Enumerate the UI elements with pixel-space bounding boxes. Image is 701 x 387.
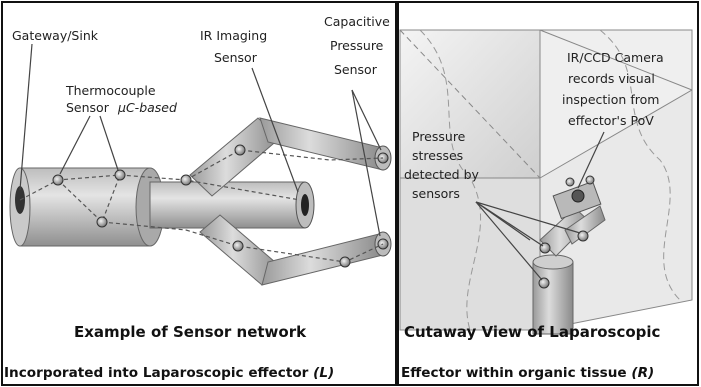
- camera-label-4: effector's PoV: [568, 113, 654, 128]
- sensor-node: [339, 256, 351, 268]
- ir-sensor-label: IR Imaging: [200, 28, 267, 43]
- left-panel: Gateway/Sink Thermocouple Sensor μC-base…: [1, 1, 397, 386]
- sensor-nodes: [52, 144, 351, 268]
- effector-shaft: [9, 167, 165, 247]
- sensor-node: [234, 144, 246, 156]
- left-caption-2: Incorporated into Laparoscopic effector …: [4, 365, 334, 381]
- sensor-node: [232, 240, 244, 252]
- pressure-label: Pressure: [412, 129, 466, 144]
- thermocouple-node: [114, 169, 126, 181]
- pressure-label-2: stresses: [412, 148, 463, 163]
- upper-jaw: [189, 117, 392, 197]
- pressure-node: [538, 277, 550, 289]
- right-caption-1: Cutaway View of Laparoscopic: [404, 323, 660, 341]
- camera-label: IR/CCD Camera: [567, 50, 664, 65]
- tissue-cube: [399, 29, 693, 331]
- sensor-node: [180, 174, 192, 186]
- capacitive-label-2: Pressure: [330, 38, 384, 53]
- capacitive-label: Capacitive: [324, 14, 390, 29]
- left-panel-frame: [1, 1, 397, 386]
- pressure-node: [577, 230, 589, 242]
- right-caption-2-tag: (R): [631, 365, 654, 381]
- thermocouple-node: [52, 174, 64, 186]
- pressure-label-3: detected by: [404, 167, 480, 182]
- left-caption-1: Example of Sensor network: [74, 323, 307, 341]
- camera-lens: [571, 189, 585, 203]
- left-caption-2-main: Incorporated into Laparoscopic effector: [4, 365, 313, 381]
- label-arrows: [19, 43, 382, 237]
- pressure-label-4: sensors: [412, 186, 460, 201]
- ir-sensor-label-2: Sensor: [214, 50, 258, 65]
- thermocouple-label-3: μC-based: [117, 100, 177, 115]
- effector-neck: [149, 181, 315, 229]
- gateway-label: Gateway/Sink: [12, 28, 99, 43]
- left-caption-2-tag: (L): [313, 365, 334, 381]
- right-caption-2: Effector within organic tissue (R): [401, 365, 654, 381]
- right-panel-frame: [397, 1, 699, 386]
- thermocouple-label: Thermocouple: [65, 83, 156, 98]
- right-label-arrows: [475, 131, 605, 281]
- thermocouple-label-2: Sensor: [66, 100, 110, 115]
- capacitive-label-3: Sensor: [334, 62, 378, 77]
- camera-label-3: inspection from: [562, 92, 659, 107]
- ir-sensor-node: [301, 194, 309, 216]
- effector-cutaway: [532, 175, 606, 335]
- right-caption-2-main: Effector within organic tissue: [401, 365, 631, 381]
- right-panel: IR/CCD Camera records visual inspection …: [397, 1, 699, 386]
- camera-label-2: records visual: [568, 71, 655, 86]
- thermocouple-node: [96, 216, 108, 228]
